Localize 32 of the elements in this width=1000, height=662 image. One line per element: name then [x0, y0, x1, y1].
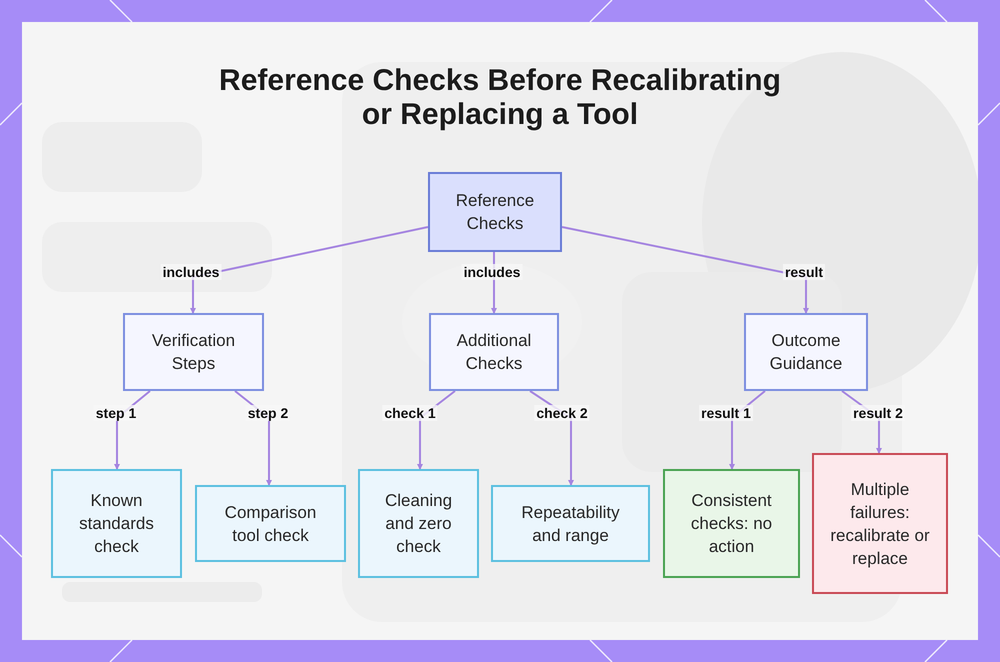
edge-label: result 2 [851, 405, 905, 421]
title: Reference Checks Before Recalibrating or Replacing a Tool [218, 64, 782, 132]
category-box [744, 313, 868, 391]
step-box [491, 485, 650, 562]
step-box [51, 469, 182, 578]
node-text: Repeatability and range [520, 502, 621, 546]
edge-label: includes [160, 264, 222, 280]
connector-arrow [190, 226, 428, 314]
step-box [195, 485, 346, 562]
edge-label: check 2 [534, 405, 590, 421]
node-text: Reference Checks [454, 190, 536, 235]
edge-label: result [782, 264, 826, 280]
node-text: Comparison tool check [224, 502, 318, 546]
node-text: Multiple failures: recalibrate or replace [830, 478, 930, 570]
edge-label: step 2 [246, 405, 290, 421]
edge-label: result 1 [699, 405, 753, 421]
node-text: Verification Steps [150, 330, 236, 375]
connector-arrow [562, 226, 809, 314]
edge-label: check 1 [382, 405, 438, 421]
root-box [428, 172, 562, 252]
step-box [358, 469, 479, 578]
category-box [123, 313, 264, 391]
edge-label: step 1 [94, 405, 138, 421]
node-text: Known standards check [78, 490, 155, 558]
node-text: Consistent checks: no action [690, 490, 774, 558]
node-text: Additional Checks [456, 330, 532, 375]
node-text: Cleaning and zero check [384, 490, 454, 558]
outcome-box [663, 469, 800, 578]
edge-label: includes [462, 264, 522, 280]
outcome-box [812, 453, 948, 594]
node-text: Outcome Guidance [768, 330, 844, 375]
category-box [429, 313, 559, 391]
